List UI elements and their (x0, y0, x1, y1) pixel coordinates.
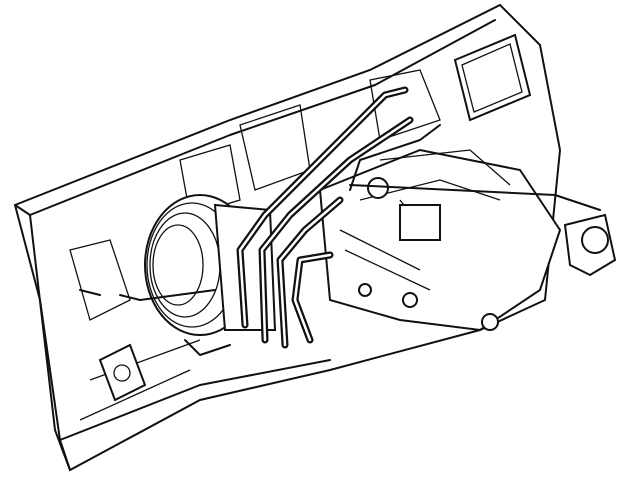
cap (367, 177, 389, 199)
bolt (402, 292, 418, 308)
throttle-body (349, 184, 617, 277)
bolt (358, 283, 372, 297)
sensor-block (399, 204, 441, 241)
brake-booster (144, 194, 277, 336)
inspection-cover (453, 33, 532, 122)
bolt (481, 313, 499, 331)
firewall-panel (13, 3, 562, 472)
bracket (79, 289, 147, 402)
intake-manifold (318, 148, 562, 332)
throttle-cable (349, 184, 601, 211)
vacuum-hoses (139, 86, 441, 356)
